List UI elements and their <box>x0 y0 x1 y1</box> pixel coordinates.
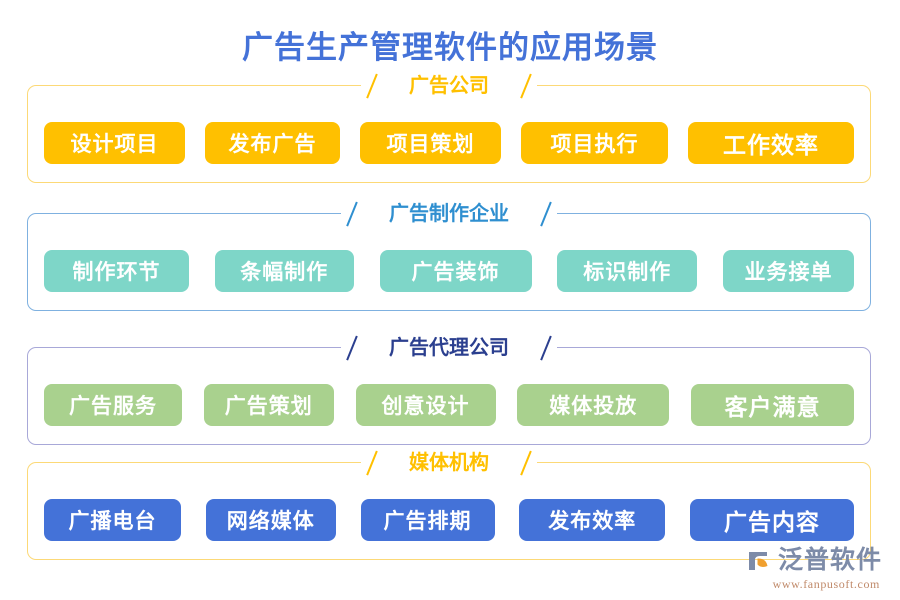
slash-decoration-right <box>515 71 537 101</box>
slash-decoration-left <box>361 71 383 101</box>
slash-decoration-left <box>341 199 363 229</box>
brand-name: 泛普软件 <box>777 547 882 574</box>
pill-row: 广告服务 广告策划 创意设计 媒体投放 客户满意 <box>28 366 870 444</box>
pill-item[interactable]: 工作效率 <box>688 122 854 164</box>
section-advertising-agency: 广告代理公司 广告服务 广告策划 创意设计 媒体投放 客户满意 <box>27 333 871 445</box>
brand-logo: 泛普软件 www.fanpusoft.com <box>724 546 882 592</box>
slash-decoration-right <box>535 199 557 229</box>
section-title: 广告公司 <box>383 71 515 101</box>
pill-item[interactable]: 客户满意 <box>691 384 854 426</box>
pill-item[interactable]: 广告内容 <box>690 499 854 541</box>
pill-item[interactable]: 制作环节 <box>44 250 189 292</box>
pill-item[interactable]: 广告服务 <box>44 384 182 426</box>
section-header: 广告制作企业 <box>28 199 870 229</box>
pill-item[interactable]: 条幅制作 <box>214 250 354 292</box>
section-title: 广告制作企业 <box>363 199 535 229</box>
slash-decoration-right <box>535 333 557 363</box>
brand-url: www.fanpusoft.com <box>772 576 880 591</box>
fanpu-logo-icon <box>746 547 774 575</box>
pill-item[interactable]: 广播电台 <box>44 499 181 541</box>
pill-item[interactable]: 项目策划 <box>360 122 501 164</box>
slash-decoration-left <box>341 333 363 363</box>
pill-item[interactable]: 广告装饰 <box>379 250 532 292</box>
pill-item[interactable]: 网络媒体 <box>205 499 336 541</box>
pill-item[interactable]: 业务接单 <box>723 250 854 292</box>
pill-item[interactable]: 广告策划 <box>203 384 334 426</box>
section-header: 媒体机构 <box>28 448 870 478</box>
pill-row: 制作环节 条幅制作 广告装饰 标识制作 业务接单 <box>28 232 870 310</box>
section-title: 广告代理公司 <box>363 333 535 363</box>
slash-decoration-right <box>515 448 537 478</box>
pill-item[interactable]: 标识制作 <box>557 250 698 292</box>
pill-item[interactable]: 发布广告 <box>205 122 340 164</box>
page-title: 广告生产管理软件的应用场景 <box>242 30 658 65</box>
pill-row: 设计项目 发布广告 项目策划 项目执行 工作效率 <box>28 104 870 182</box>
section-header: 广告公司 <box>28 71 870 101</box>
section-title: 媒体机构 <box>383 448 515 478</box>
brand-lockup: 泛普软件 <box>746 547 882 575</box>
pill-row: 广播电台 网络媒体 广告排期 发布效率 广告内容 <box>28 481 870 559</box>
slash-decoration-left <box>361 448 383 478</box>
pill-item[interactable]: 项目执行 <box>521 122 668 164</box>
section-advertising-company: 广告公司 设计项目 发布广告 项目策划 项目执行 工作效率 <box>27 71 871 183</box>
pill-item[interactable]: 创意设计 <box>355 384 496 426</box>
section-advertising-production-enterprise: 广告制作企业 制作环节 条幅制作 广告装饰 标识制作 业务接单 <box>27 199 871 311</box>
pill-item[interactable]: 设计项目 <box>44 122 185 164</box>
section-header: 广告代理公司 <box>28 333 870 363</box>
pill-item[interactable]: 媒体投放 <box>517 384 670 426</box>
pill-item[interactable]: 发布效率 <box>519 499 666 541</box>
pill-item[interactable]: 广告排期 <box>360 499 495 541</box>
